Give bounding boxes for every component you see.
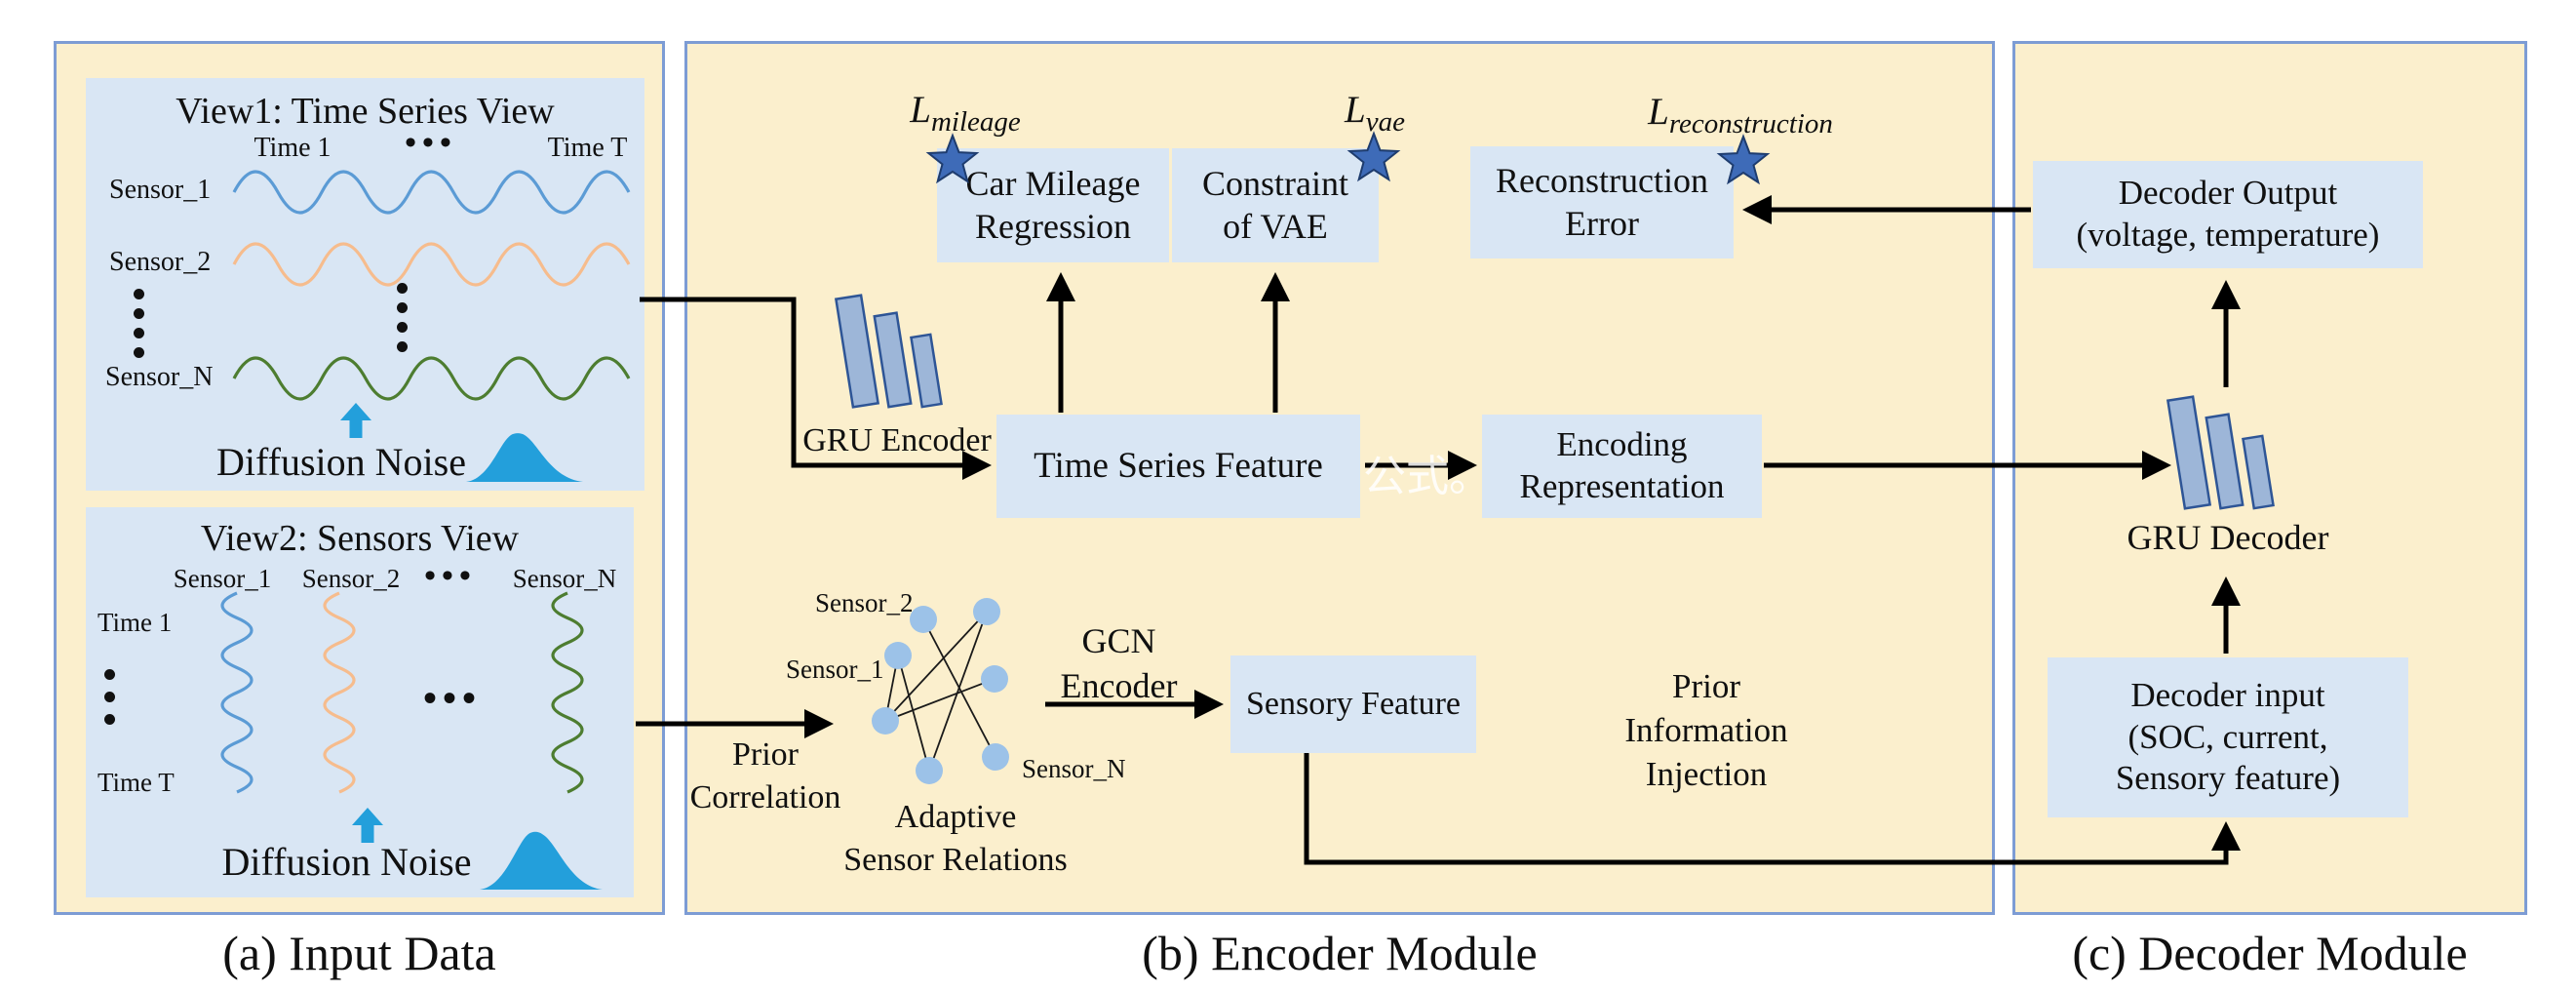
view2-title: View2: Sensors View [200,518,520,559]
view1-time-end: Time T [547,133,628,163]
constraint-of-vae-box: Constraint of VAE [1172,148,1379,262]
view1-sensor2-label: Sensor_2 [109,247,212,277]
view1-title: View1: Time Series View [176,91,555,132]
reconstruction-error-box: Reconstruction Error [1470,146,1734,258]
view2-time-start: Time 1 [98,608,173,637]
vertical-ellipsis-icon [104,669,115,725]
graph-sensorN-label: Sensor_N [1022,754,1126,783]
view1-time-start: Time 1 [254,133,332,163]
sensory-feature-box: Sensory Feature [1230,655,1476,753]
view1-header-ellipsis: ••• [405,125,457,161]
view1-sensorN-label: Sensor_N [105,362,214,392]
watermark-text: 公式。 [1363,453,1492,500]
view2-header-ellipsis: ••• [424,558,477,594]
gru-encoder-label: GRU Encoder [802,422,992,458]
caption-encoder-module: (b) Encoder Module [1142,926,1538,980]
car-mileage-regression-box: Car Mileage Regression [937,148,1169,262]
decoder-output-box: Decoder Output (voltage, temperature) [2033,161,2423,268]
caption-input-data: (a) Input Data [222,926,496,980]
view2-header-sensor2: Sensor_2 [301,564,401,593]
graph-sensor1-label: Sensor_1 [786,655,884,684]
graph-sensor2-label: Sensor_2 [815,588,914,617]
loss-vae-label: Lvae [1345,89,1405,138]
view2-mid-ellipsis: ••• [422,676,482,720]
view2-noise-label: Diffusion Noise [221,840,472,884]
view2-header-sensorN: Sensor_N [512,564,617,593]
view1-noise-label: Diffusion Noise [216,440,466,484]
decoder-input-box: Decoder input (SOC, current, Sensory fea… [2048,657,2408,817]
time-series-feature-box: Time Series Feature [996,415,1360,518]
adaptive-sensor-relations-label: Adaptive Sensor Relations [843,799,1068,878]
loss-reconstruction-label: Lreconstruction [1648,91,1833,139]
prior-correlation-label: Prior Correlation [689,736,841,815]
gcn-encoder-label: GCN Encoder [1060,621,1178,706]
view2-time-end: Time T [98,768,175,797]
vertical-ellipsis-icon [397,283,408,352]
vertical-ellipsis-icon [134,289,144,358]
gru-decoder-label: GRU Decoder [2127,518,2329,557]
loss-mileage-label: Lmileage [910,89,1021,138]
view1-sensor1-label: Sensor_1 [109,175,212,205]
caption-decoder-module: (c) Decoder Module [2072,926,2468,980]
view2-header-sensor1: Sensor_1 [173,564,272,593]
prior-information-injection-label: Prior Information Injection [1624,667,1788,793]
encoding-representation-box: Encoding Representation [1482,415,1762,518]
